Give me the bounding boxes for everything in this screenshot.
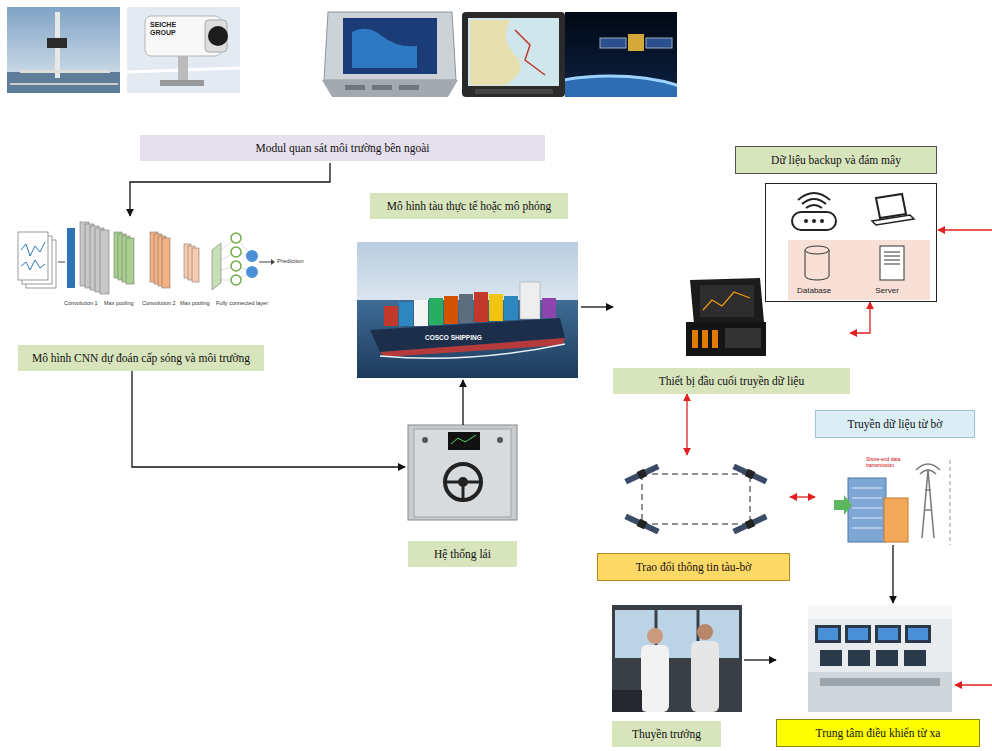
process-box: Trao đổi thông tin tàu-bờ [597,455,790,581]
process-box: Thuyền trưởng [610,603,744,747]
label-holder: COSCO SHIPPING [425,334,505,341]
box-label: Truyền dữ liệu từ bờ [815,410,975,438]
picture-label: Max pooling [104,300,140,306]
label-holder: Prediction [277,258,313,265]
label-holder: Convolution 1 [64,300,104,306]
icon-caption: Server [875,286,899,295]
connector-arrow [686,394,687,455]
box-label: Mô hình tàu thực tế hoặc mô phỏng [370,193,568,219]
label-holder: SEICHE GROUP [150,21,188,37]
picture-label: Fully connected layer [216,300,278,306]
box-label: Thuyền trưởng [612,721,721,747]
picture-label: Shore-end data transmission [866,457,914,469]
picture-label: Convolution 2 [142,300,182,306]
process-box: Hệ thống lái [405,425,520,567]
connector-arrow [581,306,613,307]
picture-label: Convolution 1 [64,300,104,306]
box-label: Hệ thống lái [408,541,517,567]
picture-label: COSCO SHIPPING [425,334,505,341]
process-box: Mô hình CNN dự đoán cấp sóng và môi trườ… [14,216,268,371]
box-label: Thiết bị đầu cuối truyền dữ liệu [613,368,850,394]
process-box: Dữ liệu backup và đám mây [735,145,937,175]
box-label: Trao đổi thông tin tàu-bờ [597,553,790,581]
picture-label: Max pooling [180,300,216,306]
process-box: Mô hình tàu thực tế hoặc mô phỏng [357,193,581,380]
connector-arrow [132,371,405,467]
cloud-panel: Database Server [765,183,937,302]
box-label: Dữ liệu backup và đám mây [735,146,937,174]
icon-caption: Database [797,286,831,295]
box-label: Trung tâm điều khiển từ xa [776,719,980,747]
connector-arrow [850,302,870,333]
connector-arrow [462,380,463,425]
connector-arrow [892,545,893,603]
process-box: Trung tâm điều khiển từ xa [776,603,980,747]
process-box: Modul quan sát môi trường bên ngoài [140,133,545,163]
box-label: Modul quan sát môi trường bên ngoài [140,135,545,161]
picture-label: SEICHE GROUP [150,21,188,37]
label-holder: Convolution 2 [142,300,182,306]
label-holder: Max pooling [104,300,140,306]
process-box: Truyền dữ liệu từ bờ [815,410,975,545]
connector-arrow [790,496,815,497]
label-holder: Max pooling [180,300,216,306]
process-box: Thiết bị đầu cuối truyền dữ liệu [613,278,850,394]
connector-arrow [130,163,330,216]
box-label: Mô hình CNN dự đoán cấp sóng và môi trườ… [18,345,264,371]
connector-arrow [744,659,776,660]
picture-label: Prediction [277,258,313,265]
label-holder: Fully connected layer [216,300,278,306]
label-holder: Shore-end data transmission [866,457,914,469]
